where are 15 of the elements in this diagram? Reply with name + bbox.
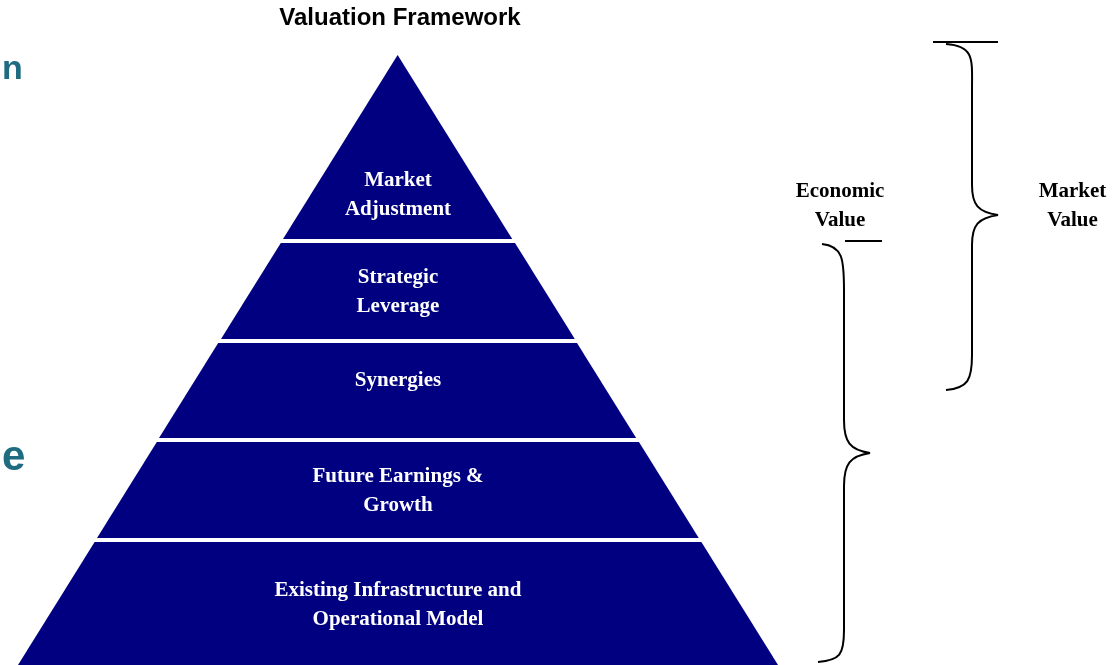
pyramid-tier [221,243,575,339]
cut-off-text: e [2,432,27,480]
pyramid-tier [97,442,699,538]
bracket-label: Market Value [1037,177,1108,233]
tier-label: Synergies [353,366,443,393]
pyramid-tier [283,55,513,239]
tier-label: Strategic Leverage [355,263,441,319]
tier-label: Market Adjustment [343,166,453,222]
pyramid-tier [18,542,778,665]
bracket-label: Economic Value [794,177,886,233]
tier-label: Future Earnings & Growth [311,462,485,518]
pyramid-tier [159,343,637,438]
cut-off-text: n [2,48,24,87]
diagram-title: Valuation Framework [278,3,522,31]
tier-label: Existing Infrastructure and Operational Model [273,575,523,632]
